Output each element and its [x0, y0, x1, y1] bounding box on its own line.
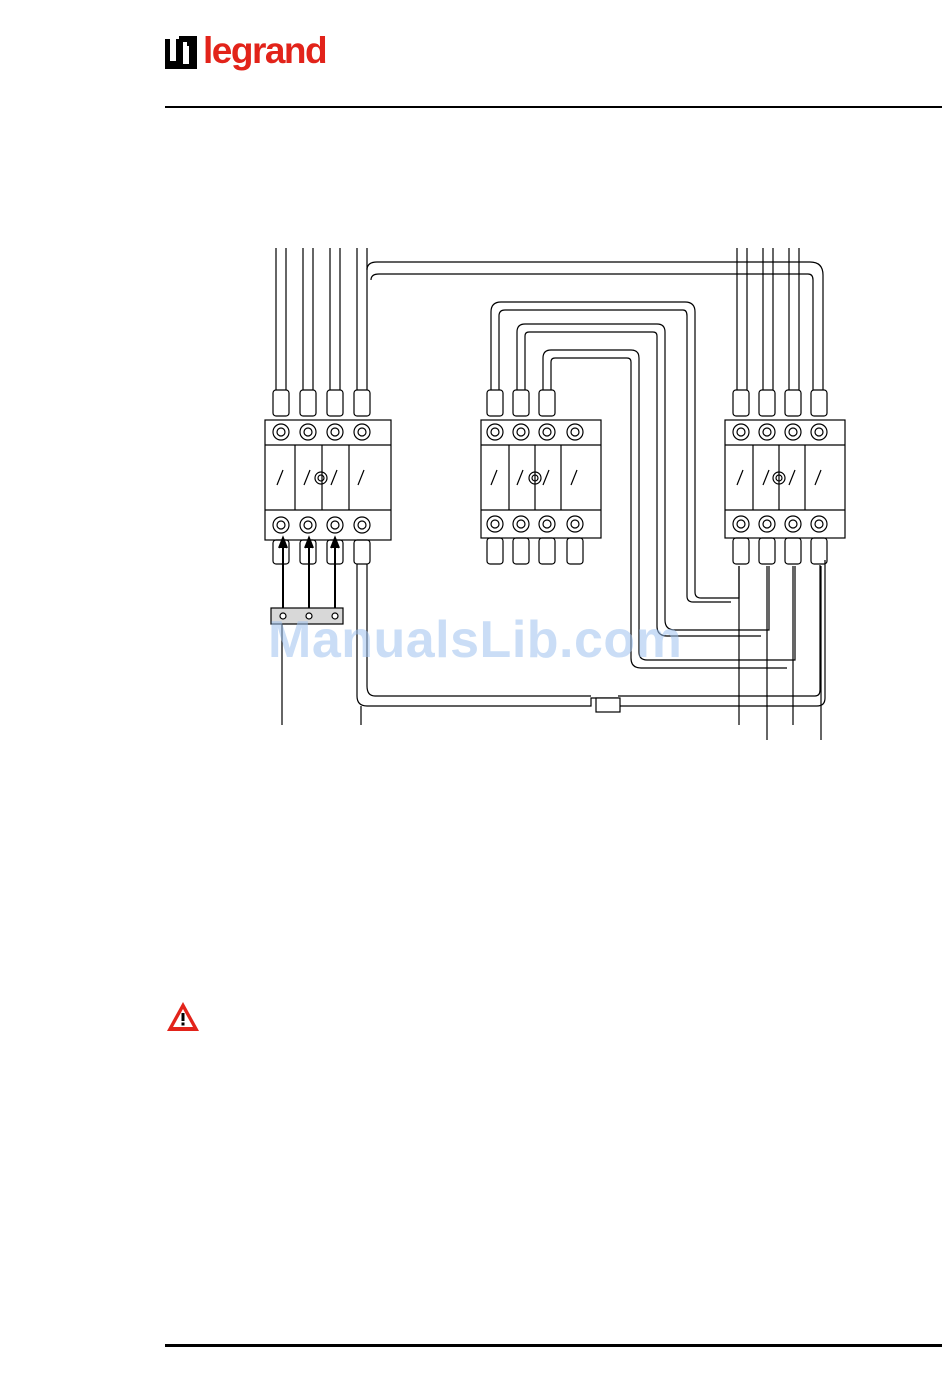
watermark: ManualsLib.com [268, 610, 682, 670]
header-rule [165, 106, 942, 108]
center-breaker [481, 390, 601, 564]
right-breaker-bottom-lugs [733, 538, 827, 564]
logo-wordmark: legrand [203, 30, 326, 72]
footer-rule [165, 1344, 942, 1347]
left-breaker-bottom-lugs [273, 540, 370, 564]
right-breaker-top-lugs [733, 390, 827, 416]
left-arrows [279, 538, 339, 618]
right-breaker-supply-cables [737, 248, 799, 390]
left-breaker-top-lugs [273, 390, 370, 416]
center-breaker-bottom-lugs [487, 538, 583, 564]
center-breaker-top-lugs [487, 390, 555, 416]
warning-triangle-icon [165, 1000, 201, 1033]
right-breaker [725, 390, 845, 564]
cable-connector [596, 698, 620, 712]
legrand-logo-icon [165, 36, 199, 72]
left-supply-cables [276, 248, 367, 390]
